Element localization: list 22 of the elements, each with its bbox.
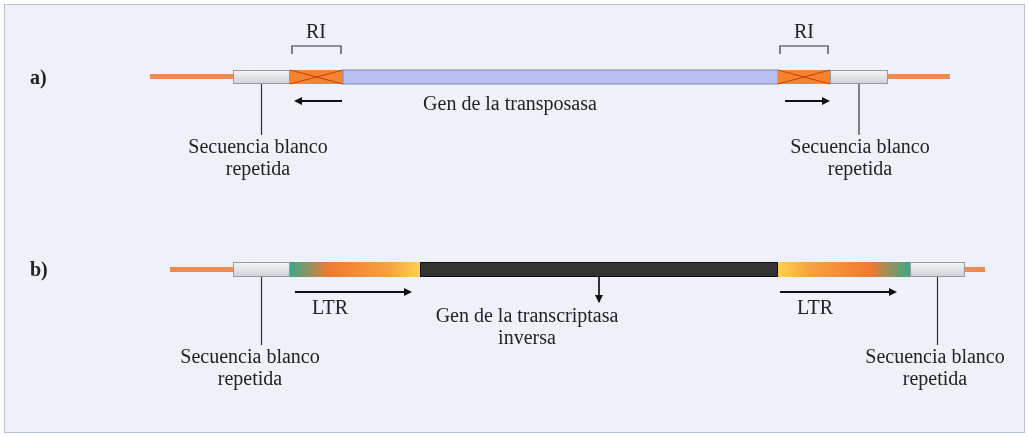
leader-line — [260, 276, 263, 346]
part-label: Gen de la transposasa — [422, 92, 598, 114]
gene-label: Secuencia blanco repetida — [188, 135, 328, 179]
leader-line — [858, 83, 860, 136]
gene-label: Secuencia blanco repetida — [865, 345, 1005, 389]
target-sequence-segment — [233, 262, 290, 277]
gene-label: Secuencia blanco repetida — [180, 345, 320, 389]
panel-label: b) — [30, 258, 49, 280]
part-label: LTR — [796, 296, 834, 318]
leader-line — [260, 83, 263, 136]
part-label: RI — [305, 20, 327, 42]
target-sequence-segment — [830, 70, 888, 84]
target-sequence-segment — [910, 262, 965, 277]
target-sequence-segment — [233, 70, 290, 84]
gene-label: Secuencia blanco repetida — [790, 135, 930, 179]
part-label: RI — [793, 20, 815, 42]
gene-label: Gen de la transcriptasa inversa — [434, 304, 620, 348]
part-label: LTR — [311, 296, 349, 318]
panel-label: a) — [30, 66, 48, 88]
reverse-transcriptase-gene-segment — [420, 262, 778, 277]
leader-line — [936, 276, 939, 346]
arrow — [595, 276, 603, 303]
